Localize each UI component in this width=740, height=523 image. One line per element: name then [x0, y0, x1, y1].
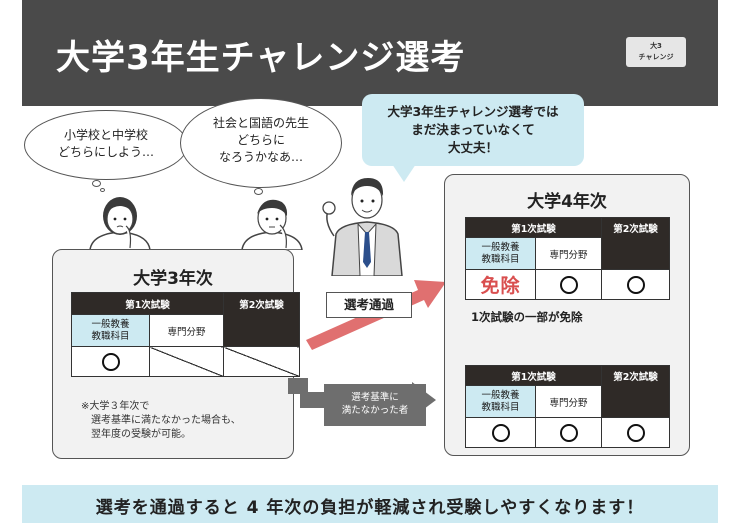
year4-title: 大学4年次: [527, 192, 607, 212]
cell-text: 一般教養: [481, 389, 520, 401]
advisor-man-icon: [322, 178, 403, 276]
specialty-result-cell: [535, 269, 602, 300]
pass-label: 選考通過: [326, 292, 412, 318]
fail-text: 選考基準に: [351, 392, 399, 403]
year4-panel: 大学4年次 第1次試験 第2次試験 一般教養 教職科目 専門分野 免除 1次試験…: [444, 174, 690, 456]
speech-text: 大学3年生チャレンジ選考では: [387, 104, 559, 119]
thought-dot: [100, 188, 105, 192]
circle-mark: [559, 423, 578, 442]
student-boy-icon: [241, 199, 303, 250]
advisor-speech-bubble: 大学3年生チャレンジ選考では まだ決まっていなくて 大丈夫！: [362, 94, 584, 166]
speech-text: まだ決まっていなくて: [411, 122, 535, 137]
page-title: 大学3年生チャレンジ選考: [56, 38, 466, 78]
cell-text: 教職科目: [91, 330, 130, 342]
thought-bubble-student1: 小学校と中学校 どちらにしよう…: [24, 110, 188, 180]
specialty-na-cell: [149, 346, 224, 377]
second-exam-header: 第2次試験: [601, 217, 670, 270]
second-result-cell: [601, 417, 670, 448]
first-exam-header: 第1次試験: [71, 292, 224, 315]
year4-exam-table-regular: 第1次試験 第2次試験 一般教養 教職科目 専門分野: [465, 365, 670, 448]
partial-exempt-text: 1次試験の一部が免除: [471, 310, 583, 324]
cell-text: 一般教養: [91, 318, 130, 330]
thought-bubble-student2: 社会と国語の先生 どちらに なろうかなあ…: [180, 98, 342, 188]
year4-exam-table-pass: 第1次試験 第2次試験 一般教養 教職科目 専門分野 免除: [465, 217, 670, 300]
year3-note: ※大学３年次で 選考基準に満たなかった場合も、 翌年度の受験が可能。: [81, 400, 281, 442]
header-bar: 大学3年生チャレンジ選考 大3 チャレンジ: [22, 0, 718, 106]
cell-text: 教職科目: [481, 401, 520, 413]
note-line: 選考基準に満たなかった場合も、: [81, 415, 241, 426]
bubble-text: どちらにしよう…: [57, 145, 154, 159]
specialty-cell: 専門分野: [535, 237, 602, 270]
second-na-cell: [223, 346, 300, 377]
circle-mark: [626, 423, 645, 442]
circle-mark: [101, 352, 120, 371]
general-subject-cell: 一般教養 教職科目: [465, 385, 536, 418]
note-line: ※大学３年次で: [81, 401, 150, 412]
fail-text: 満たなかった者: [341, 405, 409, 416]
cell-text: 教職科目: [481, 253, 520, 265]
cell-text: 一般教養: [481, 241, 520, 253]
specialty-cell: 専門分野: [149, 314, 224, 347]
bubble-text: なろうかなあ…: [218, 150, 303, 164]
general-result-cell: [71, 346, 150, 377]
circle-mark: [491, 423, 510, 442]
footer-text: 選考を通過すると 4 年次の負担が軽減され受験しやすくなります！: [95, 498, 645, 518]
tag-line-2: チャレンジ: [638, 53, 674, 61]
tag-line-1: 大3: [650, 42, 662, 50]
year3-exam-table: 第1次試験 第2次試験 一般教養 教職科目 専門分野: [71, 292, 300, 377]
second-result-cell: [601, 269, 670, 300]
second-exam-header: 第2次試験: [601, 365, 670, 418]
speech-text: 大丈夫！: [447, 140, 498, 155]
specialty-result-cell: [535, 417, 602, 448]
exempt-cell: 免除: [465, 269, 536, 300]
fail-label: 選考基準に 満たなかった者: [324, 384, 426, 426]
note-line: 翌年度の受験が可能。: [81, 429, 191, 440]
bubble-text: 小学校と中学校: [63, 128, 148, 142]
bubble-text: どちらに: [236, 133, 285, 147]
speech-tail: [392, 164, 416, 182]
student-girl-icon: [89, 197, 151, 250]
general-result-cell: [465, 417, 536, 448]
general-subject-cell: 一般教養 教職科目: [465, 237, 536, 270]
year3-panel: 大学3年次 第1次試験 第2次試験 一般教養 教職科目 専門分野 ※大学３年次で…: [52, 249, 300, 459]
year3-title: 大学3年次: [133, 269, 213, 289]
general-subject-cell: 一般教養 教職科目: [71, 314, 150, 347]
circle-mark: [626, 275, 645, 294]
footer-banner: 選考を通過すると 4 年次の負担が軽減され受験しやすくなります！: [22, 485, 718, 523]
first-exam-header: 第1次試験: [465, 365, 602, 386]
bubble-text: 社会と国語の先生: [212, 116, 309, 130]
specialty-cell: 専門分野: [535, 385, 602, 418]
category-tag: 大3 チャレンジ: [626, 37, 686, 67]
thought-dot: [254, 188, 263, 195]
exempt-text: 免除: [480, 275, 521, 297]
thought-dot: [92, 180, 101, 187]
first-exam-header: 第1次試験: [465, 217, 602, 238]
circle-mark: [559, 275, 578, 294]
